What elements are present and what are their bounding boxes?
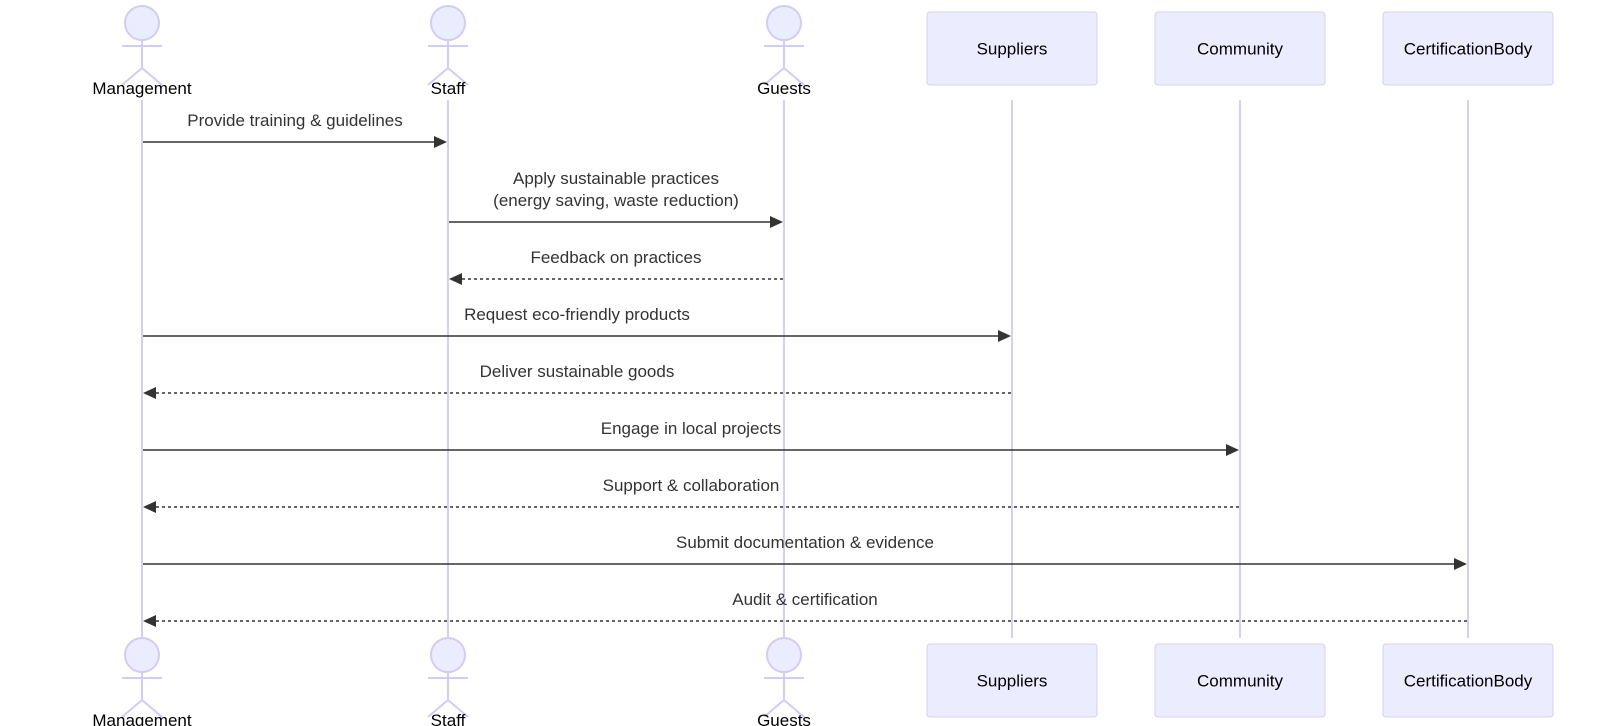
message-8: Submit documentation & evidence (143, 533, 1467, 570)
participant-label: Management (92, 711, 192, 726)
participant-box (1382, 11, 1554, 86)
message-9: Audit & certification (143, 590, 1467, 627)
participant-suppliers-top: Suppliers (926, 11, 1098, 86)
participant-guests-top: Guests (757, 5, 811, 98)
message-label: Audit & certification (732, 590, 878, 609)
participant-community-top: Community (1154, 11, 1326, 86)
message-label: Apply sustainable practices (513, 169, 719, 188)
message-label: Support & collaboration (603, 476, 780, 495)
participant-label: Guests (757, 79, 811, 98)
message-label: Request eco-friendly products (464, 305, 690, 324)
participant-staff-bottom: Staff (427, 637, 469, 726)
message-label: (energy saving, waste reduction) (493, 191, 739, 210)
participant-box (926, 11, 1098, 86)
arrowhead-icon (143, 501, 156, 513)
arrowhead-icon (143, 387, 156, 399)
participant-label: Staff (431, 711, 466, 726)
arrowhead-icon (998, 330, 1011, 342)
participant-label: Staff (431, 79, 466, 98)
participant-label: Community (1197, 672, 1283, 691)
participant-label: Community (1197, 40, 1283, 59)
message-6: Engage in local projects (143, 419, 1239, 456)
arrowhead-icon (449, 273, 462, 285)
participant-management-top: Management (92, 5, 192, 98)
participant-box (1382, 643, 1554, 718)
message-1: Provide training & guidelines (143, 111, 447, 148)
participant-label: Management (92, 79, 192, 98)
participant-label: CertificationBody (1404, 672, 1533, 691)
participant-label: CertificationBody (1404, 40, 1533, 59)
participant-certificationbody-top: CertificationBody (1382, 11, 1554, 86)
participant-management-bottom: Management (92, 637, 192, 726)
participants-top: Management Staff Guests Suppliers Community C… (92, 5, 1554, 98)
participants-bottom: Management Staff Guests Suppliers Community C… (92, 637, 1554, 726)
arrowhead-icon (1226, 444, 1239, 456)
participant-label: Guests (757, 711, 811, 726)
participant-box (1154, 11, 1326, 86)
message-3: Feedback on practices (449, 248, 783, 285)
message-label: Provide training & guidelines (187, 111, 402, 130)
message-label: Feedback on practices (530, 248, 701, 267)
arrowhead-icon (770, 216, 783, 228)
participant-box (1154, 643, 1326, 718)
arrowhead-icon (434, 136, 447, 148)
arrowhead-icon (143, 615, 156, 627)
actor-icon (121, 5, 163, 86)
participant-certificationbody-bottom: CertificationBody (1382, 643, 1554, 718)
arrowhead-icon (1454, 558, 1467, 570)
lifelines (141, 100, 1469, 638)
actor-icon (427, 637, 469, 718)
participant-staff-top: Staff (427, 5, 469, 98)
message-7: Support & collaboration (143, 476, 1239, 513)
message-5: Deliver sustainable goods (143, 362, 1011, 399)
actor-icon (763, 637, 805, 718)
participant-label: Suppliers (977, 40, 1048, 59)
participant-box (926, 643, 1098, 718)
participant-label: Suppliers (977, 672, 1048, 691)
message-4: Request eco-friendly products (143, 305, 1011, 342)
message-label: Engage in local projects (601, 419, 782, 438)
participant-community-bottom: Community (1154, 643, 1326, 718)
message-label: Deliver sustainable goods (480, 362, 675, 381)
actor-icon (763, 5, 805, 86)
participant-guests-bottom: Guests (757, 637, 811, 726)
message-label: Submit documentation & evidence (676, 533, 934, 552)
actor-icon (427, 5, 469, 86)
actor-icon (121, 637, 163, 718)
participant-suppliers-bottom: Suppliers (926, 643, 1098, 718)
message-2: Apply sustainable practices (energy savin… (449, 169, 783, 228)
